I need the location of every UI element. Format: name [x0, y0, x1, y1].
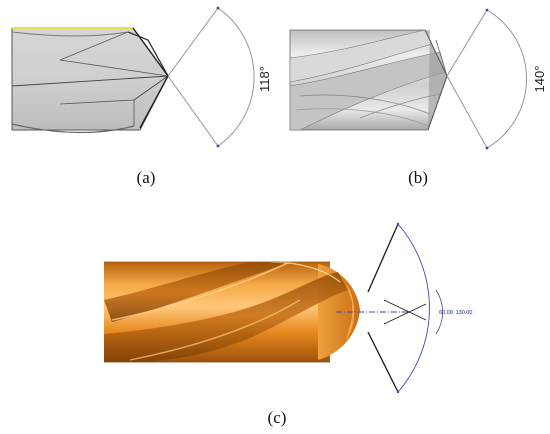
panel-c: 60.00 130.00 (c): [104, 222, 473, 427]
angle-construction-b: [446, 8, 527, 150]
drill-a-body: [11, 27, 169, 134]
drill-c-body: [104, 261, 360, 363]
panel-b: 140° (b): [289, 8, 547, 187]
panel-caption-a: (a): [137, 168, 156, 187]
dimension-outer-c: 130.00: [456, 310, 473, 316]
drill-b-body: [289, 29, 448, 131]
angle-construction-c: [336, 222, 443, 394]
angle-label-b: 140°: [532, 66, 547, 93]
angle-construction-a: [167, 6, 255, 148]
panel-caption-c: (c): [268, 408, 287, 427]
panel-a: 118° (a): [11, 6, 272, 187]
dimension-inner-c: 60.00: [439, 310, 453, 316]
panel-caption-b: (b): [408, 168, 428, 187]
angle-label-a: 118°: [257, 66, 272, 92]
